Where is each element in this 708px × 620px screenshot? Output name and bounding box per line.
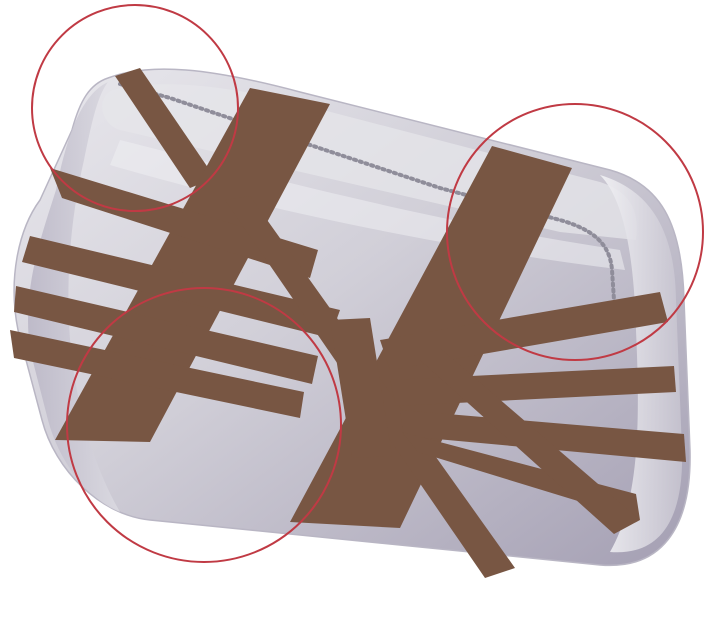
wrapped-object-illustration — [0, 0, 708, 620]
figure-canvas — [0, 0, 708, 620]
